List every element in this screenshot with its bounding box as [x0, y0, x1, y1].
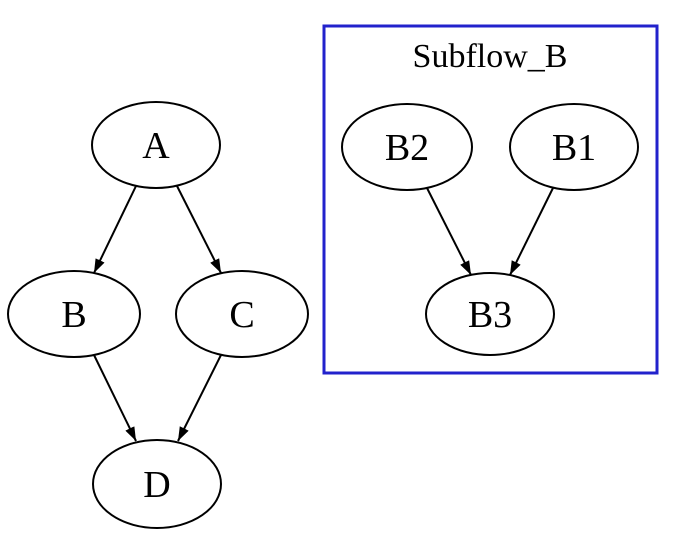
cluster-subflow-b: Subflow_B	[322, 24, 659, 375]
node-b1: B1	[509, 103, 639, 191]
node-b-ellipse	[7, 270, 141, 358]
edges	[93, 185, 554, 442]
node-b-label: B	[61, 294, 86, 336]
node-a-ellipse	[91, 101, 221, 189]
node-b1-label: B1	[552, 127, 596, 169]
node-a: A	[91, 101, 221, 189]
edge-b2-to-b3	[426, 187, 472, 276]
edge-a-to-b	[93, 185, 137, 274]
node-b: B	[7, 270, 141, 358]
node-c: C	[175, 270, 309, 358]
node-b3-label: B3	[468, 294, 512, 336]
node-b2-ellipse	[341, 103, 473, 191]
node-d-label: D	[143, 464, 170, 506]
cluster-border	[322, 24, 659, 375]
nodes: A B C D B2 B1 B3	[7, 101, 639, 529]
node-b2: B2	[341, 103, 473, 191]
edge-c-to-d	[177, 354, 222, 442]
node-c-ellipse	[175, 270, 309, 358]
node-a-label: A	[142, 125, 170, 167]
node-d: D	[92, 439, 222, 529]
edge-b1-to-b3	[509, 187, 554, 276]
cluster-title: Subflow_B	[413, 38, 568, 75]
node-b3-ellipse	[425, 272, 555, 356]
edge-a-to-c	[176, 185, 222, 274]
node-b2-label: B2	[385, 127, 429, 169]
node-d-ellipse	[92, 439, 222, 529]
edge-b-to-d	[93, 354, 137, 442]
node-b1-ellipse	[509, 103, 639, 191]
node-c-label: C	[229, 294, 254, 336]
node-b3: B3	[425, 272, 555, 356]
